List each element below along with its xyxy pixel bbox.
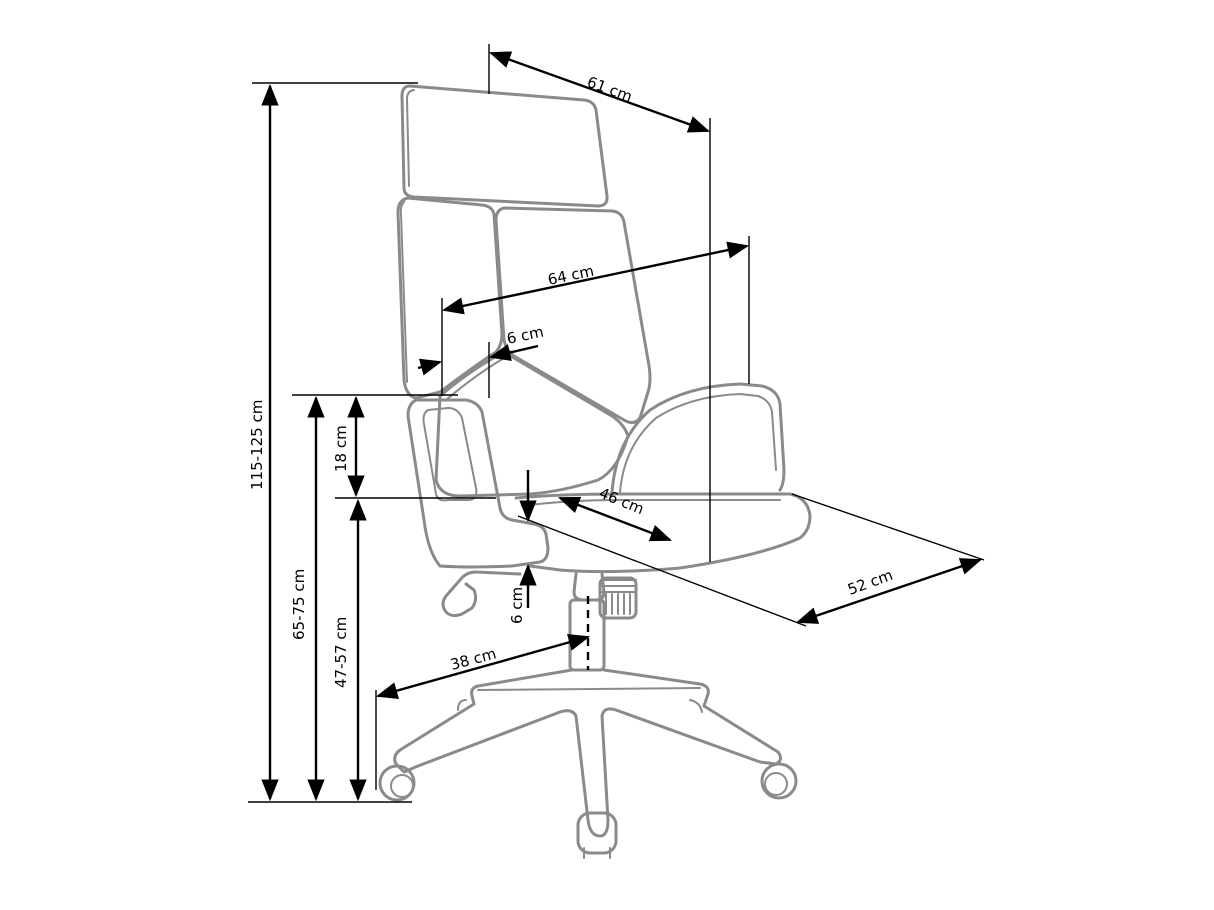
- seat-cushion: [514, 492, 812, 574]
- caster-right: [760, 762, 798, 800]
- label-seat-height: 47-57 cm: [332, 617, 350, 688]
- label-armrest-above-seat: 18 cm: [332, 425, 350, 472]
- right-arm-frame: [610, 382, 786, 494]
- label-overall-width: 64 cm: [546, 262, 595, 289]
- height-lever: [441, 570, 522, 618]
- label-backrest-offset: 6 cm: [505, 323, 545, 348]
- caster-front: [576, 811, 618, 855]
- label-seat-thickness: 6 cm: [508, 587, 526, 624]
- label-seat-depth: 46 cm: [597, 484, 647, 518]
- backrest-left-panel: [396, 196, 504, 400]
- backrest-right-panel: [494, 206, 652, 425]
- label-total-height: 115-125 cm: [248, 400, 266, 490]
- dimension-labels: 61 cm 64 cm 6 cm 115-125 cm 65-75 cm 18 …: [248, 73, 895, 688]
- caster-left: [378, 764, 416, 802]
- dimension-lines: [248, 44, 985, 803]
- star-base: [393, 668, 783, 838]
- label-headrest-width: 61 cm: [585, 73, 635, 106]
- label-armrest-height: 65-75 cm: [290, 569, 308, 640]
- chair-outline: [378, 84, 812, 859]
- tilt-knob: [598, 576, 638, 620]
- left-armrest: [406, 398, 550, 569]
- headrest: [400, 84, 609, 208]
- label-seat-width: 52 cm: [845, 566, 895, 599]
